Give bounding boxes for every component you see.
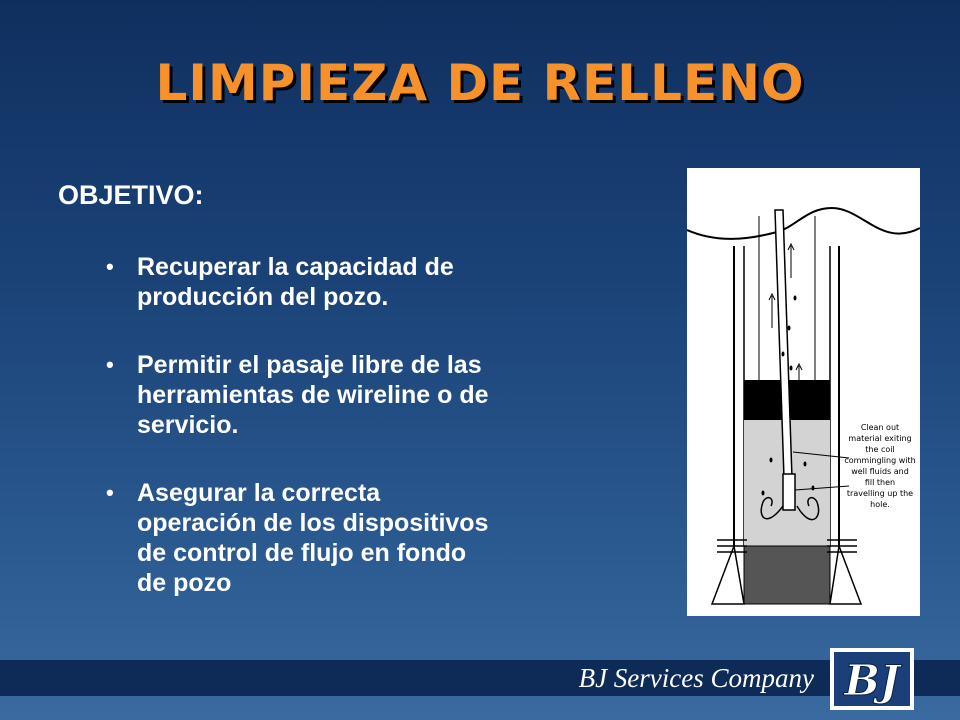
swirl-left: [760, 496, 784, 520]
bullet-item: • Permitir el pasaje libre de las herram…: [104, 350, 594, 440]
bullet-line: producción del pozo.: [137, 283, 389, 311]
annotation-line: Clean out: [861, 423, 899, 432]
flow-arrows: [768, 242, 803, 398]
bullet-line: de pozo: [137, 569, 232, 597]
ground-surface-line: [686, 206, 921, 240]
wellbore-diagram: Clean out material exiting the coil comm…: [686, 168, 921, 616]
bj-logo: BJ: [830, 648, 914, 710]
bullet-line: servicio.: [137, 411, 239, 439]
annotation-line: hole.: [870, 500, 890, 509]
bullet-line: herramientas de wireline o de: [137, 381, 489, 409]
annotation-line: well fluids and: [851, 467, 909, 476]
objective-heading: OBJETIVO:: [58, 180, 204, 210]
annotation-line: travelling up the: [847, 489, 913, 498]
perforation-marks-right: [827, 539, 857, 553]
footer-bar: [0, 660, 960, 696]
bullet-item: • Asegurar la correcta operación de los …: [104, 478, 594, 598]
annotation-leader-2: [794, 485, 850, 491]
nozzle: [782, 473, 796, 511]
bullet-line: operación de los dispositivos: [137, 509, 489, 537]
shoe-right: [829, 543, 863, 605]
slide-title: LIMPIEZA DE RELLENO: [155, 54, 805, 112]
wellbore-diagram-svg: Clean out material exiting the coil comm…: [686, 206, 921, 605]
annotation-line: the coil: [865, 445, 894, 454]
annotation-line: commingling with: [844, 456, 915, 465]
bullet-line: Permitir el pasaje libre de las: [137, 351, 482, 379]
logo-blue-panel: [834, 652, 910, 706]
perforation-marks-left: [717, 539, 747, 553]
annotation-line: material exiting: [848, 434, 911, 443]
bullet-glyph: •: [106, 480, 114, 505]
annotation-text: Clean out material exiting the coil comm…: [844, 423, 915, 509]
annotation-line: fill then: [865, 478, 895, 487]
bullet-list: • Recuperar la capacidad de producción d…: [104, 252, 594, 636]
annotation-leader-1: [792, 451, 850, 459]
particles: [761, 295, 815, 496]
swirl-right: [796, 496, 820, 521]
bullet-line: Asegurar la correcta: [137, 479, 381, 507]
company-name: BJ Services Company: [578, 663, 814, 693]
bullet-line: de control de flujo en fondo: [137, 539, 467, 567]
compacted-fill: [743, 545, 831, 605]
logo-letters: BJ: [843, 656, 902, 705]
bullet-item: • Recuperar la capacidad de producción d…: [104, 252, 594, 312]
shoe-left: [710, 543, 745, 605]
bullet-line: Recuperar la capacidad de: [137, 253, 454, 281]
bullet-glyph: •: [106, 352, 114, 377]
bullet-glyph: •: [106, 254, 114, 279]
bj-logo-svg: BJ: [830, 648, 914, 710]
